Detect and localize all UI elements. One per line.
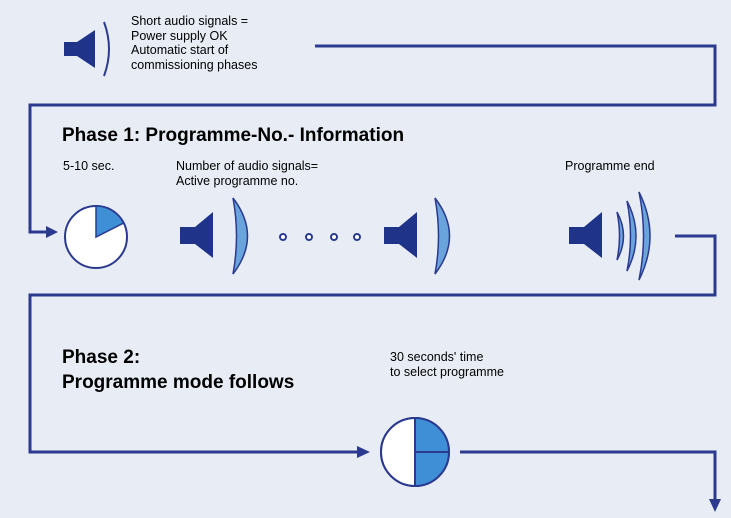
intro-line-1: Short audio signals = xyxy=(131,14,249,28)
phase2-time-line-2: to select programme xyxy=(390,364,504,379)
intro-text: Short audio signals = Power supply OK Au… xyxy=(131,14,257,72)
phase2-title-line-2: Programme mode follows xyxy=(62,372,295,393)
flow-line-phase1-to-phase2 xyxy=(28,234,717,454)
arrowhead-to-timer xyxy=(46,226,58,238)
phase1-signals-line-1: Number of audio signals= xyxy=(176,159,319,173)
intro-line-2: Power supply OK xyxy=(131,28,228,43)
flow-line-intro-to-phase1 xyxy=(28,44,717,234)
phase1-title: Phase 1: Programme-No.- Information xyxy=(62,125,405,146)
flow-lines xyxy=(28,44,721,512)
phase1-duration-label: 5-10 sec. xyxy=(63,159,115,173)
phase1-signals-line-2: Active programme no. xyxy=(176,173,299,188)
flow-line-exit xyxy=(460,450,717,500)
phase2-time-text: 30 seconds' time to select programme xyxy=(390,350,504,379)
phase1-signals-text: Number of audio signals= Active programm… xyxy=(176,159,318,188)
ellipsis-dots-icon xyxy=(279,233,361,241)
intro-line-3: Automatic start of xyxy=(131,43,229,57)
phase2-time-line-1: 30 seconds' time xyxy=(390,350,484,364)
arrowhead-to-selection-clock xyxy=(357,446,370,458)
speaker-icon-signal-first xyxy=(180,197,249,275)
speaker-icon-signal-last xyxy=(384,197,451,275)
speaker-icon-programme-end xyxy=(569,191,651,281)
phase2-title: Phase 2: Programme mode follows xyxy=(62,345,294,395)
selection-clock-icon xyxy=(380,417,450,487)
speaker-icon-intro xyxy=(64,21,110,77)
phase1-programme-end-label: Programme end xyxy=(565,159,655,173)
intro-line-4: commissioning phases xyxy=(131,57,258,72)
phase2-title-line-1: Phase 2: xyxy=(62,347,141,368)
arrowhead-exit-down xyxy=(709,499,721,512)
timer-icon xyxy=(64,205,128,269)
